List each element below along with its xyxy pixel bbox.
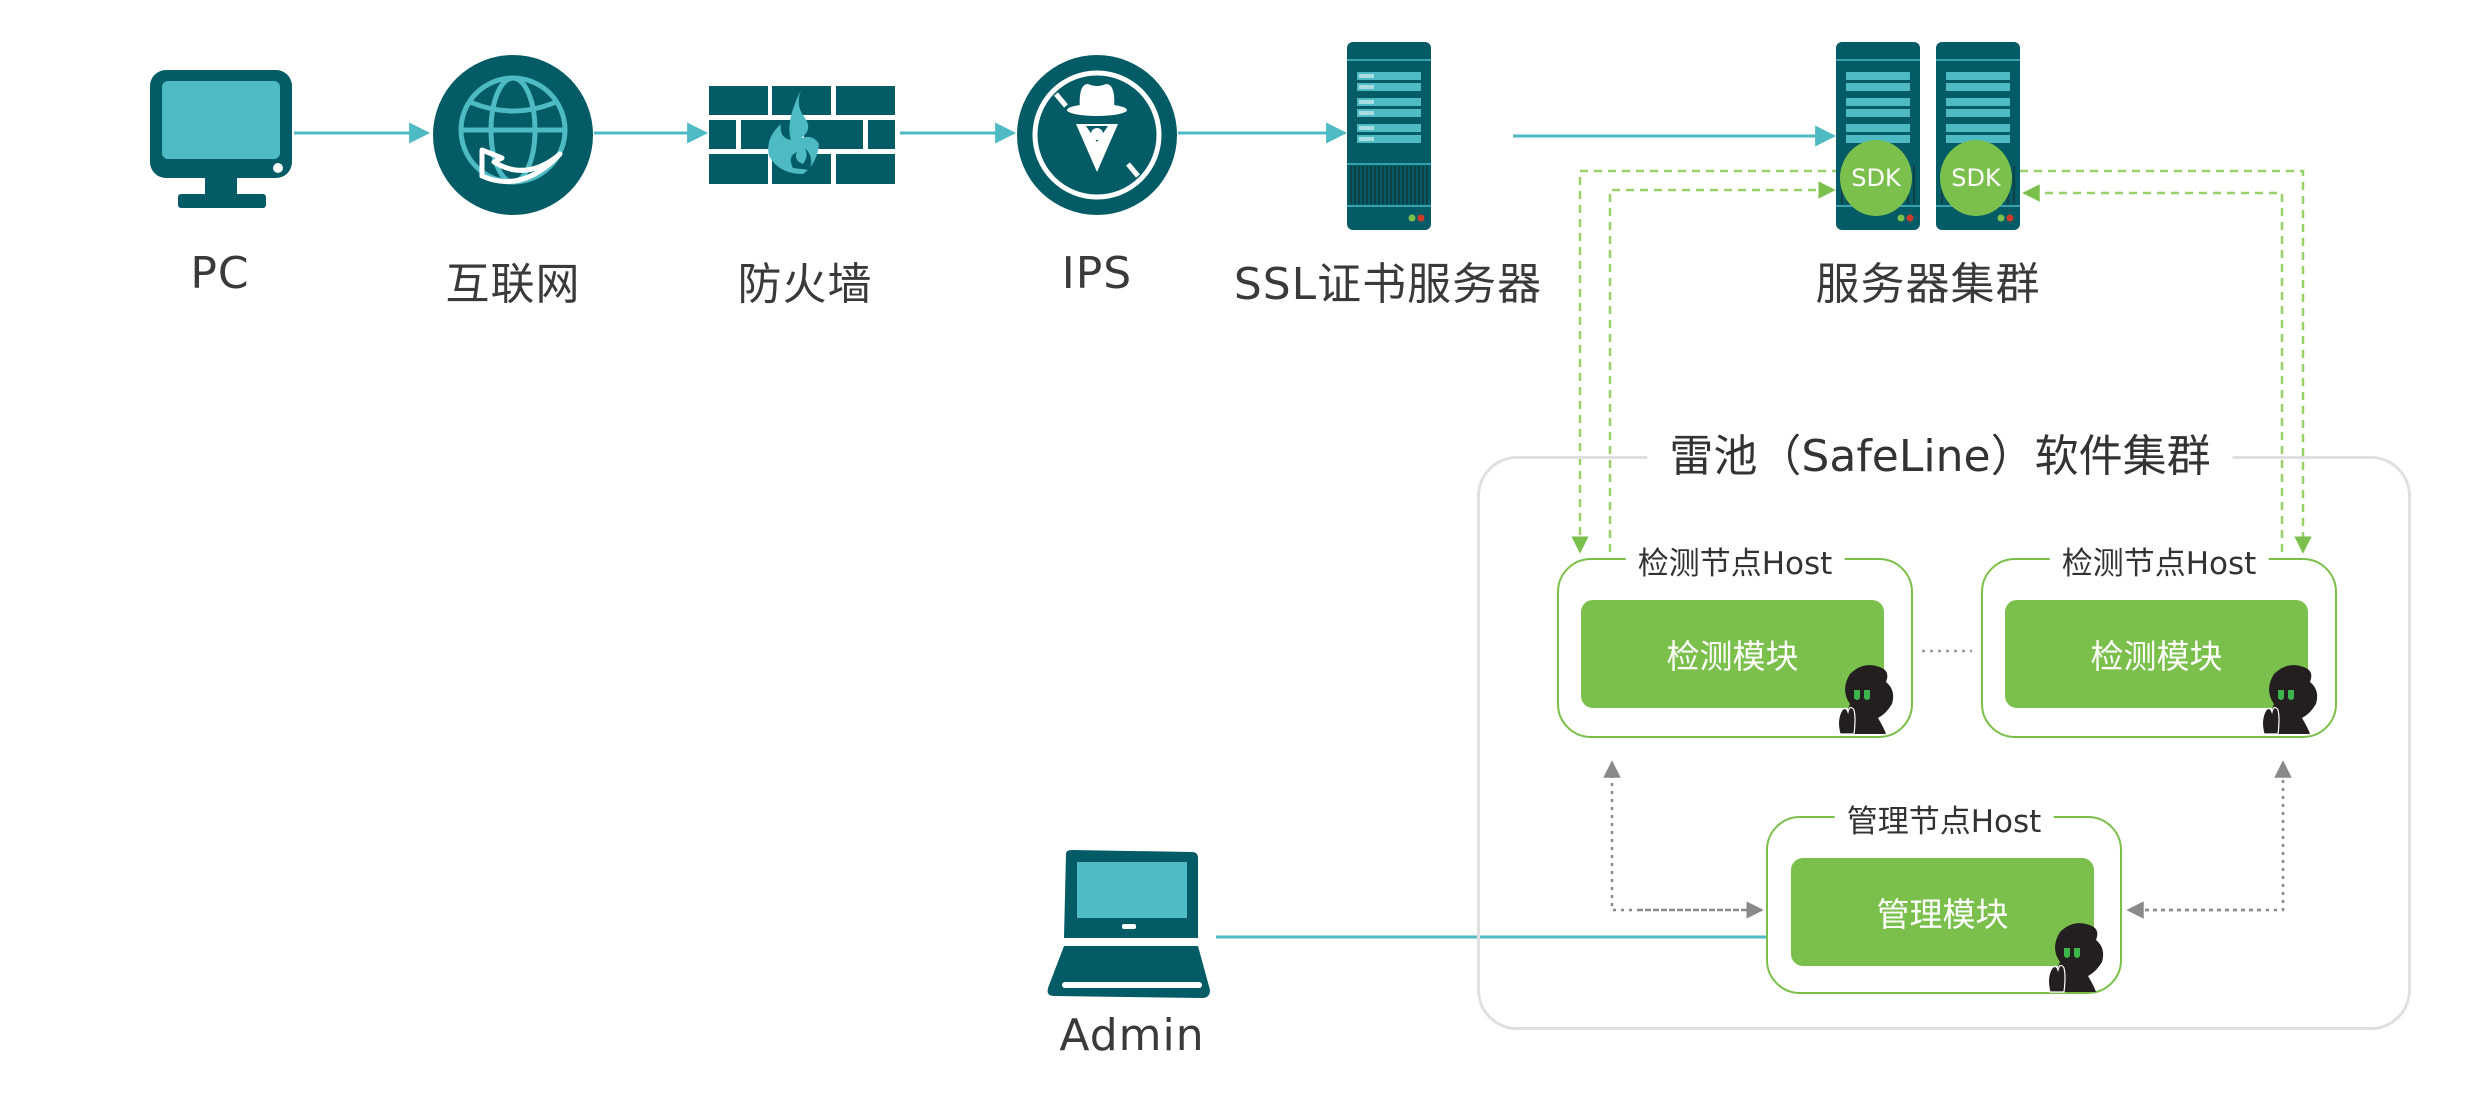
safeline-mascot-icon: [1837, 665, 1894, 735]
detection-module-label: 检测模块: [1666, 637, 1799, 676]
label-ssl-server: SSL证书服务器: [1233, 259, 1543, 310]
detection-module-label: 检测模块: [2090, 637, 2223, 676]
management-host: 管理节点Host: [1766, 796, 2122, 994]
label-pc: PC: [190, 248, 250, 299]
globe-icon: [433, 55, 593, 215]
label-admin: Admin: [1059, 1010, 1205, 1061]
firewall-icon: [709, 86, 895, 184]
detection-host: 检测节点Host: [1557, 538, 1913, 738]
mgmt-link-right: [2130, 760, 2292, 912]
laptop-icon: [1047, 850, 1210, 998]
mgmt-link-left: [1603, 760, 1760, 912]
management-module[interactable]: 管理模块: [1791, 858, 2094, 966]
dashed-link-servers-to-detect-right-outer: [2020, 169, 2312, 554]
management-module-label: 管理模块: [1876, 895, 2009, 934]
detection-module[interactable]: 检测模块: [2005, 600, 2308, 708]
spy-blocked-icon: [1017, 55, 1177, 215]
detection-host-title: 检测节点Host: [1625, 538, 1845, 583]
safeline-cluster-title: 雷池（SafeLine）软件集群: [1647, 420, 2233, 484]
detection-host-title: 检测节点Host: [2049, 538, 2269, 583]
monitor-icon: [150, 70, 292, 208]
dashed-link-servers-to-detect-left-outer: [1571, 169, 1840, 554]
management-host-title: 管理节点Host: [1834, 796, 2054, 841]
server-cluster-icon: SDK SDK: [1836, 42, 2022, 230]
label-server-cluster: 服务器集群: [1815, 259, 2041, 310]
label-internet: 互联网: [445, 259, 581, 310]
detection-host: 检测节点Host: [1981, 538, 2337, 738]
server-icon: [1347, 42, 1431, 230]
sdk-badge: SDK: [1840, 140, 1912, 216]
label-firewall: 防火墙: [737, 259, 873, 310]
dashed-link-detect-right-to-servers-inner: [2022, 184, 2284, 552]
safeline-mascot-icon: [2047, 923, 2104, 993]
sdk-badge: SDK: [1940, 140, 2012, 216]
dashed-link-detect-left-to-servers-inner: [1608, 181, 1836, 552]
detection-module[interactable]: 检测模块: [1581, 600, 1884, 708]
safeline-mascot-icon: [2261, 665, 2318, 735]
label-ips: IPS: [1061, 248, 1133, 299]
